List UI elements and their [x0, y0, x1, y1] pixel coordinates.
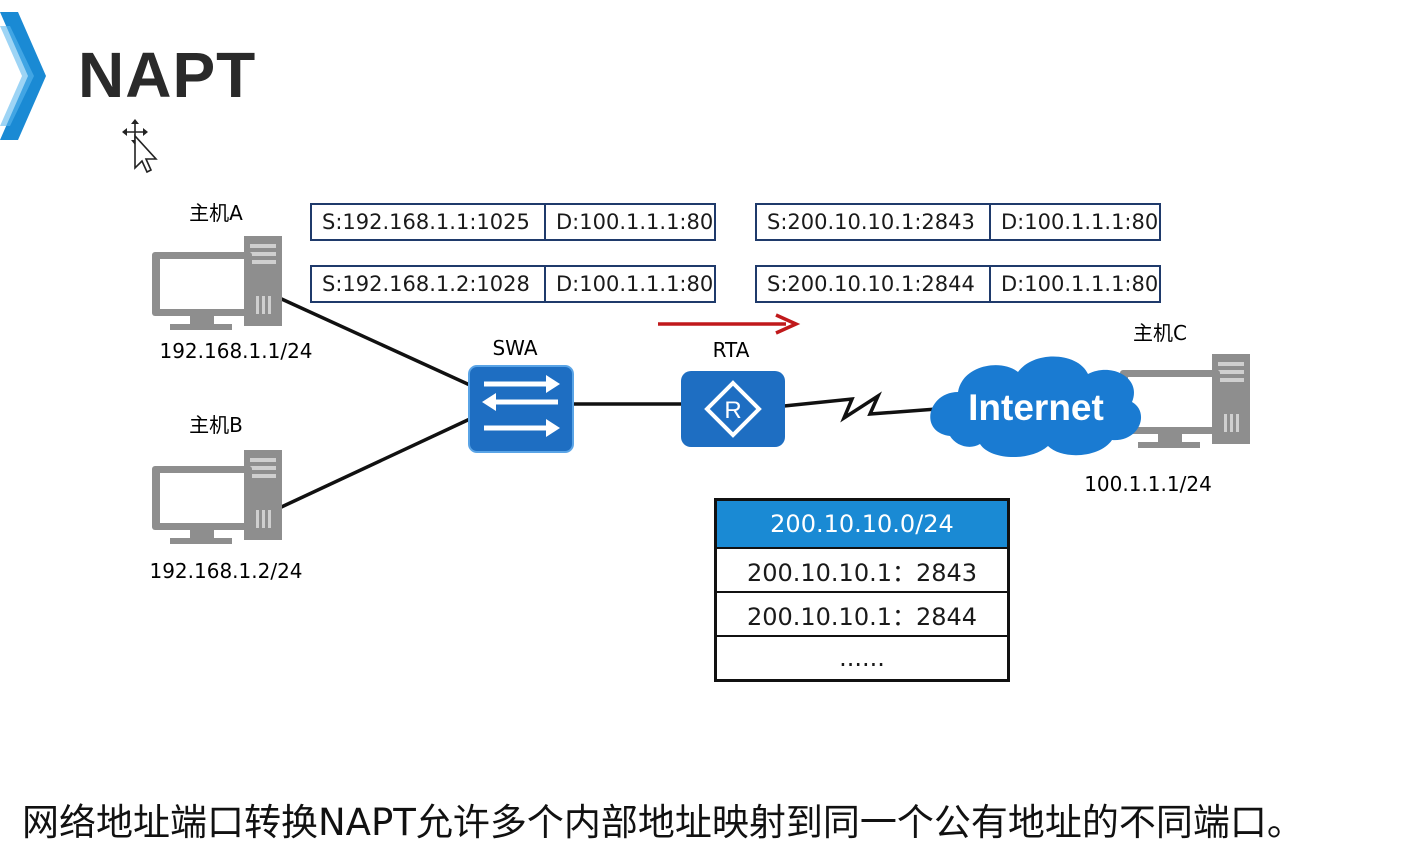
computer-icon [152, 450, 282, 544]
link-a-swa [274, 294, 473, 388]
network-diagram: R Internet 主机A 192.168.1.1/24 主机B 192.16… [149, 201, 1250, 583]
nat-table-row: ...... [717, 635, 1007, 679]
packet-source: S:200.10.10.1:2844 [767, 272, 975, 296]
nat-table-row: 200.10.10.1：2844 [717, 591, 1007, 635]
serial-link-rta-internet [783, 391, 951, 423]
arrow-right-icon [658, 313, 801, 335]
packet-destination: D:100.1.1.1:80 [989, 267, 1159, 301]
host-b-ip: 192.168.1.2/24 [149, 559, 302, 583]
cloud-label: Internet [968, 387, 1104, 428]
slide-caption: 网络地址端口转换NAPT允许多个内部地址映射到同一个公有地址的不同端口。 [22, 801, 1304, 844]
title-chevron-icon [0, 12, 46, 140]
packet-header-public-1: S:200.10.10.1:2843 D:100.1.1.1:80 [755, 203, 1161, 241]
packet-header-private-1: S:192.168.1.1:1025 D:100.1.1.1:80 [310, 203, 716, 241]
computer-icon [152, 236, 282, 330]
packet-destination: D:100.1.1.1:80 [544, 267, 714, 301]
packet-header-private-2: S:192.168.1.2:1028 D:100.1.1.1:80 [310, 265, 716, 303]
packet-destination: D:100.1.1.1:80 [544, 205, 714, 239]
switch-icon [468, 365, 574, 453]
packet-header-public-2: S:200.10.10.1:2844 D:100.1.1.1:80 [755, 265, 1161, 303]
packet-destination: D:100.1.1.1:80 [989, 205, 1159, 239]
nat-table-header: 200.10.10.0/24 [717, 501, 1007, 547]
cloud-icon: Internet [930, 356, 1142, 458]
packet-source: S:200.10.10.1:2843 [767, 210, 975, 234]
switch-label: SWA [492, 336, 537, 360]
packet-source: S:192.168.1.1:1025 [322, 210, 530, 234]
host-a-name: 主机A [189, 201, 243, 225]
link-b-swa [274, 416, 473, 512]
page-title: NAPT [78, 39, 257, 111]
nat-mapping-table: 200.10.10.0/24 200.10.10.1：2843 200.10.1… [714, 498, 1010, 682]
host-c-ip: 100.1.1.1/24 [1084, 472, 1212, 496]
host-a-ip: 192.168.1.1/24 [159, 339, 312, 363]
host-b-name: 主机B [189, 413, 243, 437]
svg-text:R: R [724, 397, 741, 424]
router-label: RTA [713, 338, 750, 362]
move-cursor-icon [122, 119, 158, 174]
computer-icon [1120, 354, 1250, 448]
host-c-name: 主机C [1133, 321, 1187, 345]
packet-source: S:192.168.1.2:1028 [322, 272, 530, 296]
router-icon: R [681, 371, 785, 447]
nat-table-row: 200.10.10.1：2843 [717, 547, 1007, 591]
